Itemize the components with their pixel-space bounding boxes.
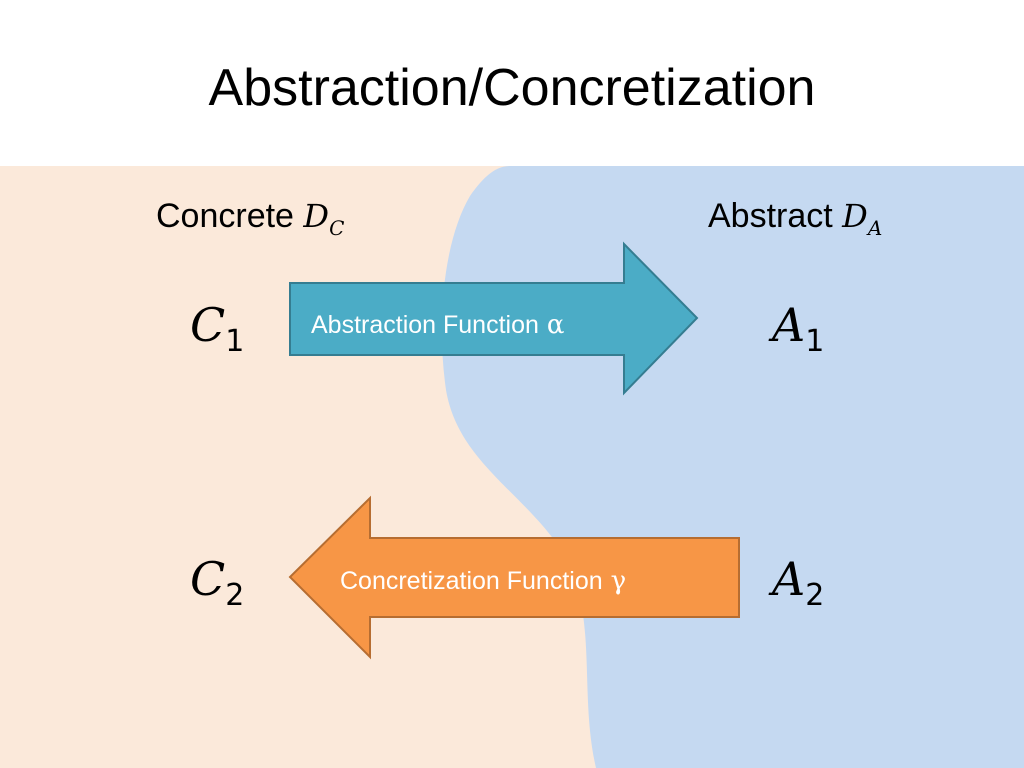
element-c2-symbol: C xyxy=(190,552,226,606)
abstract-domain-label-text: Abstract xyxy=(708,197,833,235)
element-c1: C1 xyxy=(190,302,244,357)
element-c1-subscript: 1 xyxy=(225,324,245,359)
element-c1-symbol: C xyxy=(190,298,226,352)
abstraction-function-arrow xyxy=(289,241,699,396)
alpha-symbol: α xyxy=(546,310,565,340)
element-a1-symbol: A xyxy=(772,298,806,352)
abstraction-function-label-text: Abstraction Function xyxy=(311,311,539,339)
concrete-domain-subscript: C xyxy=(329,216,345,240)
element-a2-symbol: A xyxy=(772,552,806,606)
element-a1: A1 xyxy=(772,302,824,357)
element-c2-subscript: 2 xyxy=(225,578,245,613)
gamma-symbol: γ xyxy=(610,566,627,596)
concrete-domain-symbol: D xyxy=(303,197,330,235)
abstract-domain-subscript: A xyxy=(867,216,883,240)
concretization-function-arrow xyxy=(288,495,740,660)
concretization-function-label-text: Concretization Function xyxy=(340,567,603,595)
concrete-domain-label: Concrete DC xyxy=(156,199,344,238)
element-a2: A2 xyxy=(772,556,824,611)
abstract-domain-label: Abstract DA xyxy=(708,199,882,238)
concrete-domain-label-text: Concrete xyxy=(156,197,294,235)
element-a2-subscript: 2 xyxy=(805,578,825,613)
slide-title: Abstraction/Concretization xyxy=(208,59,816,117)
abstract-domain-symbol: D xyxy=(842,197,868,235)
element-c2: C2 xyxy=(190,556,244,611)
element-a1-subscript: 1 xyxy=(805,324,825,359)
